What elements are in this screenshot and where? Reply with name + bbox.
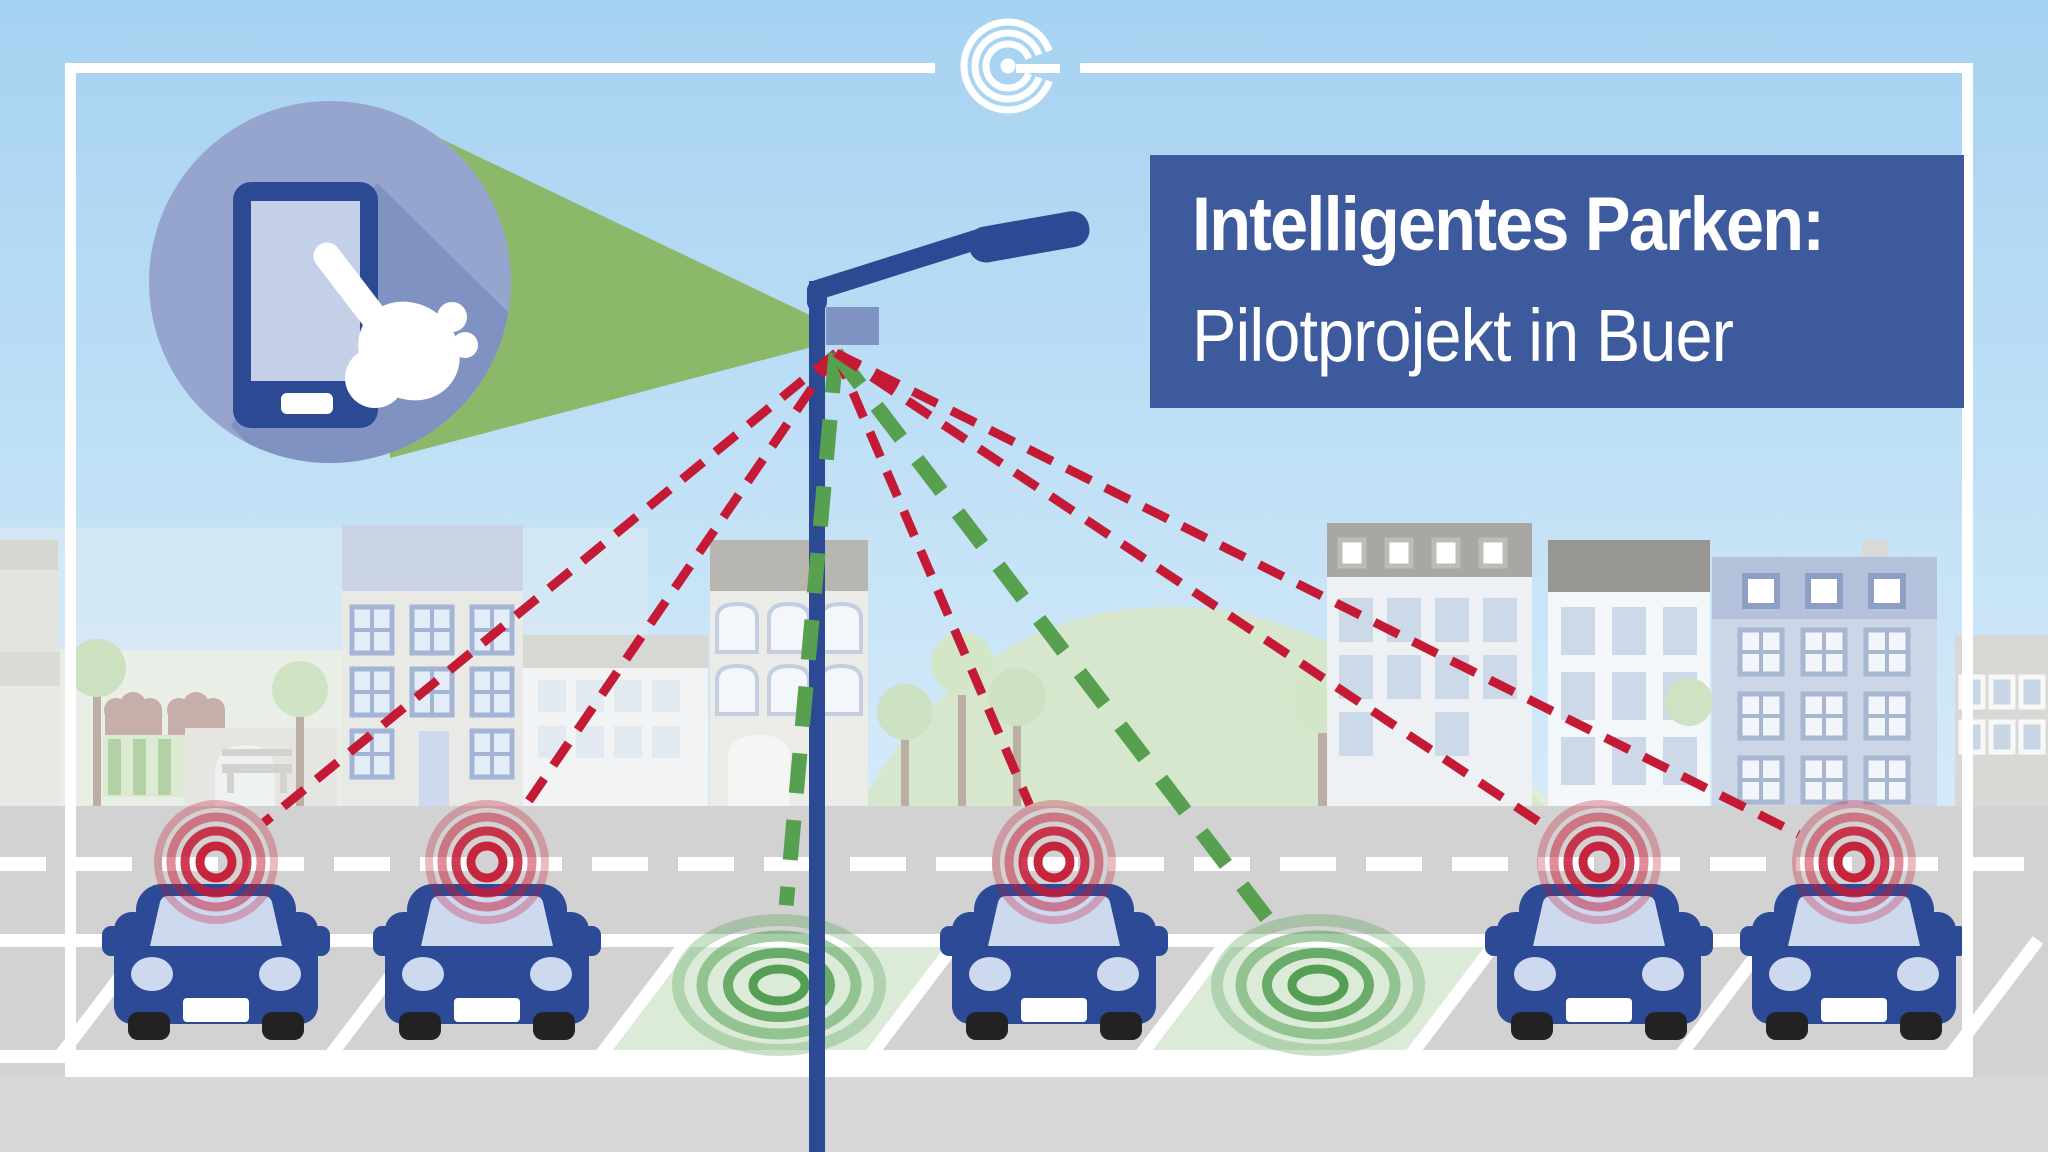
car-headlight: [530, 957, 572, 991]
frame-top-left: [65, 63, 935, 73]
car-headlight: [1769, 957, 1811, 991]
building-a-door: [419, 731, 449, 806]
building-e: [1712, 540, 1937, 806]
occupied-beam-dashed-line: [518, 350, 840, 814]
frame-bottom-line: [65, 1063, 1973, 1077]
free-spot-signals-layer: [672, 914, 1425, 1056]
phone-home-button: [281, 393, 333, 414]
parked-car: [373, 884, 601, 1040]
pointing-hand-icon: [313, 242, 478, 408]
building-d: [1548, 540, 1710, 806]
car-tire: [1511, 1012, 1553, 1040]
car-headlight: [259, 957, 301, 991]
tree-icon: [1665, 678, 1713, 726]
garden-left: [68, 639, 337, 806]
frame-right: [1962, 63, 1973, 1077]
building-e-attic-windows: [1742, 573, 1906, 609]
free-beam-dashed-line: [778, 352, 844, 906]
car-tire: [399, 1012, 441, 1040]
occupied-beam-dashed-line: [833, 348, 1801, 839]
building-b: [523, 635, 708, 806]
car-tire: [1900, 1012, 1942, 1040]
car-windshield: [988, 896, 1120, 946]
car-tire: [966, 1012, 1008, 1040]
car-headlight: [1514, 957, 1556, 991]
city-skyline: [342, 523, 2048, 806]
red-ripple-icon: [1792, 800, 1916, 924]
building-c-attic-windows: [1337, 537, 1508, 569]
car-headlight: [1097, 957, 1139, 991]
car-tire: [262, 1012, 304, 1040]
parked-car: [102, 884, 330, 1040]
building-a-windows: [349, 604, 515, 780]
red-ripple-icon: [992, 800, 1116, 924]
title-line-2: Pilotprojekt in Buer: [1192, 294, 1734, 377]
car-headlight: [969, 957, 1011, 991]
occupied-beam-dashed-line: [833, 349, 1550, 832]
white-frame: [65, 63, 1973, 1077]
red-ripple-icon: [1537, 800, 1661, 924]
car-tire: [128, 1012, 170, 1040]
building-c: [1327, 523, 1532, 806]
car-tire: [1766, 1012, 1808, 1040]
detection-beam-cone: [385, 112, 816, 458]
car-headlight: [402, 957, 444, 991]
car-tire: [1645, 1012, 1687, 1040]
building-a: [342, 525, 523, 806]
occupied-beam-dashed-line: [831, 351, 1034, 807]
car-windshield: [1533, 896, 1665, 946]
parking-row-bottom-line: [0, 1050, 1973, 1063]
gc-spiral-logo-icon: [960, 18, 1060, 114]
car-license-plate: [1566, 998, 1632, 1022]
fence-slats: [108, 739, 171, 795]
chimney: [1862, 540, 1888, 560]
occupied-beam-dashed-line: [261, 349, 839, 827]
parked-car: [1740, 884, 1968, 1040]
lamp-head: [968, 211, 1090, 263]
parked-cars-layer: [102, 884, 1968, 1040]
car-windshield: [1788, 896, 1920, 946]
green-ripple-icon: [1211, 914, 1425, 1056]
car-license-plate: [1821, 998, 1887, 1022]
tree-trunk: [93, 694, 101, 806]
building-e-windows: [1737, 627, 1911, 805]
sensor-box-icon: [826, 307, 879, 345]
building-b2: [710, 540, 868, 806]
title-card: Intelligentes Parken: Pilotprojekt in Bu…: [1150, 155, 1964, 408]
title-line-1: Intelligentes Parken:: [1192, 182, 1825, 267]
building-b2-door: [728, 735, 790, 806]
car-windshield: [150, 896, 282, 946]
red-ripple-icon: [425, 800, 549, 924]
smartphone-touch-icon: [149, 101, 511, 463]
car-license-plate: [454, 998, 520, 1022]
free-beam-dashed-line: [830, 348, 1276, 926]
hedge-bushes: [104, 692, 225, 735]
car-headlight: [1897, 957, 1939, 991]
parked-car: [1485, 884, 1713, 1040]
car-license-plate: [1021, 998, 1087, 1022]
car-windshield: [421, 896, 553, 946]
car-license-plate: [183, 998, 249, 1022]
tree-icon: [272, 661, 328, 717]
car-tire: [1100, 1012, 1142, 1040]
frame-left: [65, 63, 76, 1077]
car-headlight: [1642, 957, 1684, 991]
lamp-arm: [807, 227, 995, 312]
red-ripple-icon: [154, 800, 278, 924]
frame-top-right: [1080, 63, 1973, 73]
car-headlight: [131, 957, 173, 991]
sensor-beams-layer: [261, 348, 1801, 926]
bench-icon: [222, 749, 292, 793]
lamp-pole: [809, 281, 825, 1152]
occupied-signals-layer: [154, 800, 1916, 924]
green-ripple-icon: [672, 914, 886, 1056]
parked-car: [940, 884, 1168, 1040]
car-tire: [533, 1012, 575, 1040]
tree-icon: [68, 639, 126, 697]
